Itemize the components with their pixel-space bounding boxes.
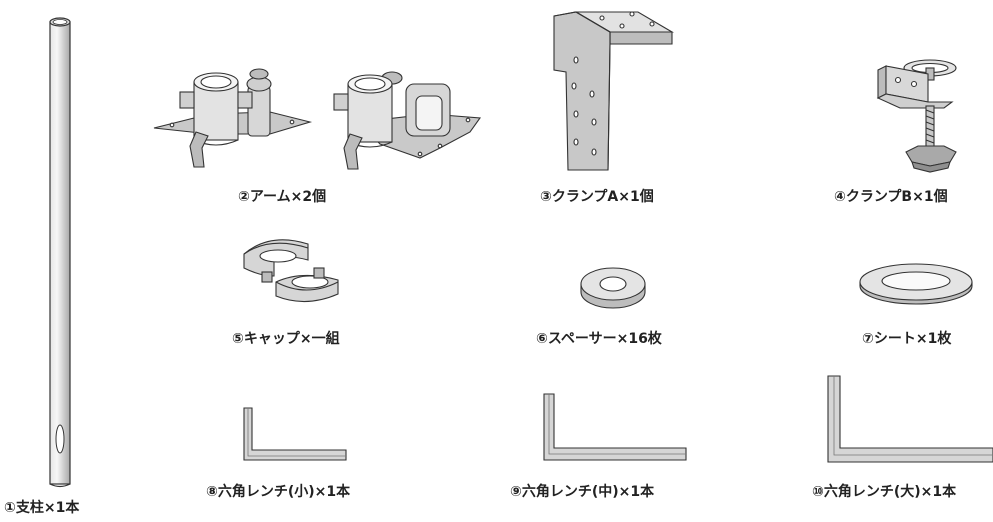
arm-icon	[153, 68, 482, 170]
wrench-large-label: ⑩六角レンチ(大)×1本	[812, 484, 957, 500]
hex-wrench-large-icon	[827, 375, 993, 463]
clamp-b-label: ④クランプB×1個	[834, 189, 948, 205]
spacer-icon	[580, 267, 646, 309]
cap-label: ⑤キャップ×一組	[232, 331, 340, 347]
clamp-a-icon	[553, 11, 675, 171]
wrench-small-label: ⑧六角レンチ(小)×1本	[206, 484, 351, 500]
pole-icon	[49, 17, 71, 488]
hex-wrench-small-icon	[243, 407, 347, 461]
clamp-a-label: ③クランプA×1個	[540, 189, 654, 205]
spacer-label: ⑥スペーサー×16枚	[536, 331, 662, 347]
sheet-label: ⑦シート×1枚	[862, 331, 952, 347]
sheet-icon	[859, 263, 973, 305]
hex-wrench-medium-icon	[543, 393, 687, 461]
pole-label: ①支柱×1本	[4, 500, 80, 516]
clamp-b-icon	[876, 59, 957, 173]
arm-label: ②アーム×2個	[238, 189, 327, 205]
cap-icon	[243, 239, 339, 303]
wrench-medium-label: ⑨六角レンチ(中)×1本	[510, 484, 655, 500]
